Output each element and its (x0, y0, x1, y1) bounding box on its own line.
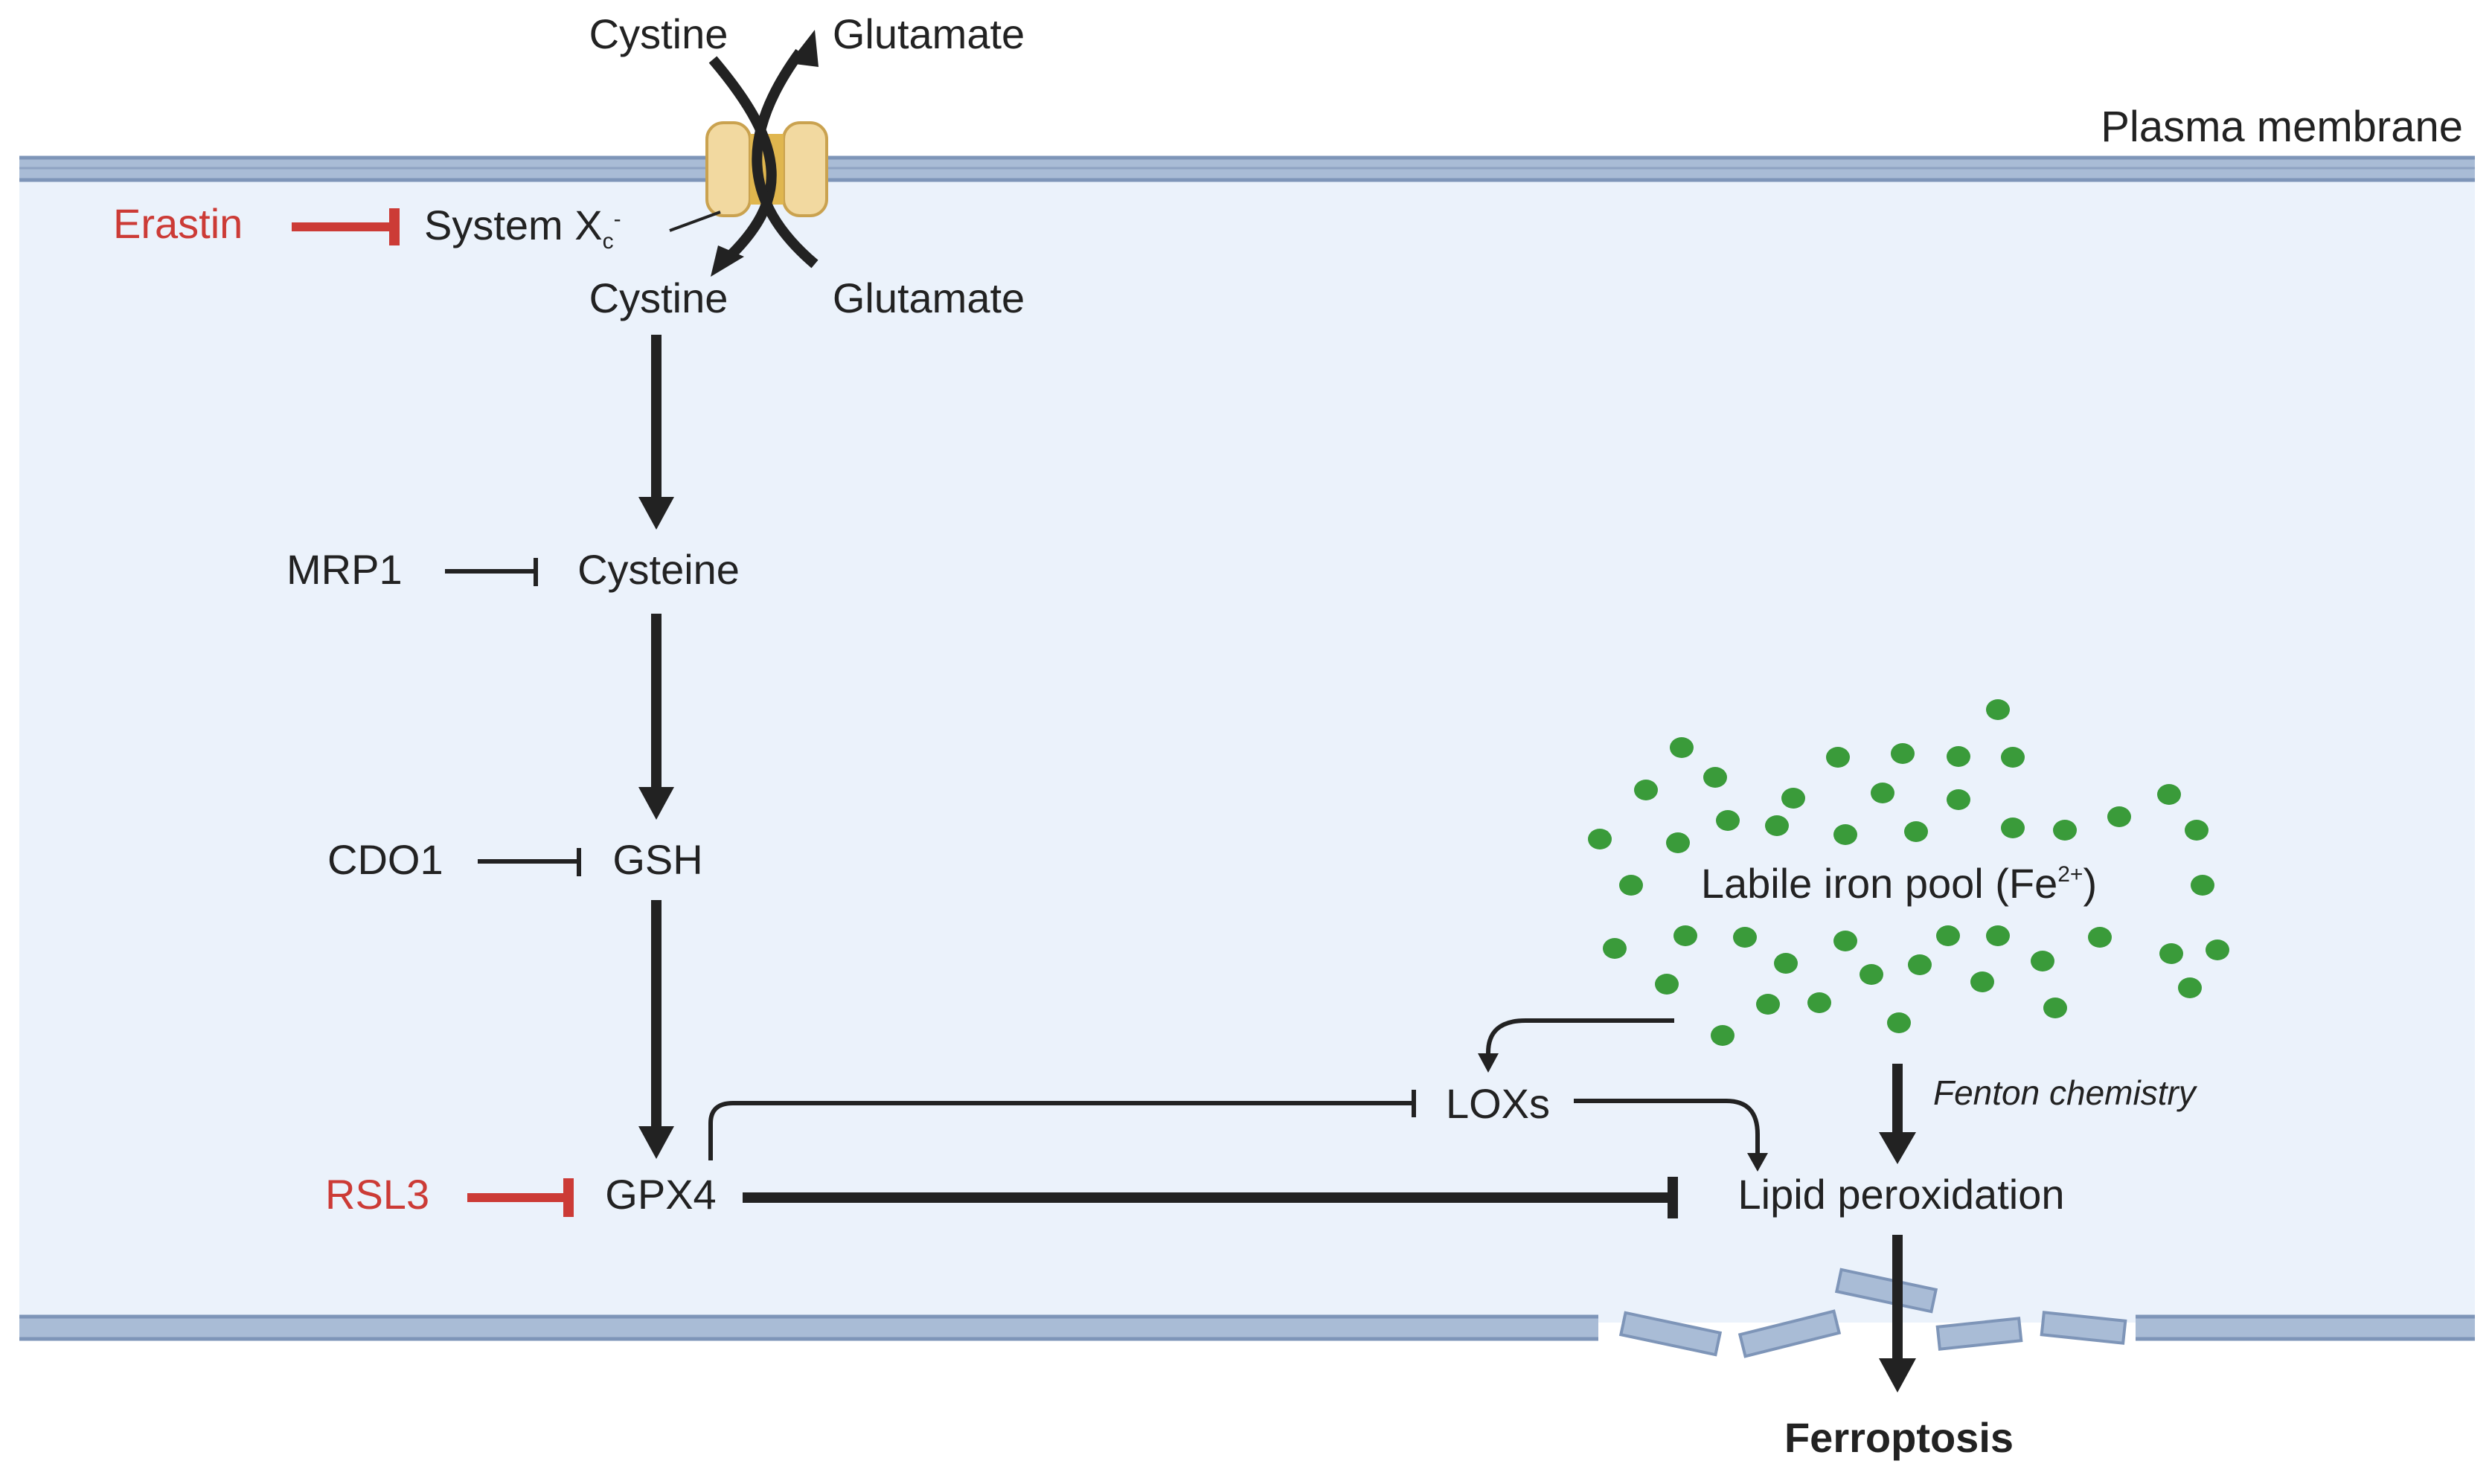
cysteine-label: Cysteine (577, 546, 740, 593)
iron-dot (1655, 974, 1679, 995)
iron-pool-text: Labile iron pool (Fe (1701, 860, 2057, 907)
iron-dot (1891, 743, 1915, 764)
plasma-membrane-label: Plasma membrane (2101, 103, 2463, 151)
cystine-inside-label: Cystine (589, 274, 728, 321)
iron-dot (1733, 927, 1757, 948)
iron-dot (1936, 925, 1960, 946)
ferroptosis-label: Ferroptosis (1784, 1414, 2014, 1461)
iron-dot (1833, 824, 1857, 845)
fenton-chemistry-label: Fenton chemistry (1933, 1073, 2198, 1112)
loxs-label: LOXs (1446, 1080, 1550, 1127)
cytoplasm-region (19, 177, 2475, 1323)
fenton-chemistry-arrowhead (1879, 1132, 1916, 1164)
iron-dot (1908, 954, 1932, 975)
cystine-outside-label: Cystine (589, 10, 728, 57)
iron-pool-close: ) (2083, 860, 2097, 907)
iron-dot (1986, 925, 2010, 946)
iron-dot (1756, 994, 1780, 1015)
loxs-to-lipid-arrow (1574, 1099, 1760, 1157)
iron-dot (1947, 746, 1970, 767)
iron-to-loxs-arrowhead (1478, 1053, 1499, 1073)
cystine-to-cysteine-arrowhead (638, 497, 674, 530)
extracellular-bottom (0, 1345, 2492, 1484)
iron-dot (1703, 767, 1727, 788)
iron-dot (2001, 818, 2025, 838)
iron-dot (2157, 784, 2181, 805)
iron-dot (1588, 829, 1612, 849)
loxs-to-lipid-arrowhead (1747, 1153, 1768, 1172)
cystine-import-arrowhead (711, 245, 744, 277)
iron-dot (2031, 951, 2054, 971)
iron-dot (2088, 927, 2112, 948)
iron-dot (1774, 953, 1798, 974)
iron-to-loxs-arrow (1486, 1018, 1674, 1056)
gsh-to-gpx4-arrowhead (638, 1126, 674, 1159)
iron-pool-superscript: 2+ (2057, 862, 2083, 887)
iron-dot (1670, 737, 1694, 758)
glutamate-export-arrowhead (789, 30, 819, 67)
iron-dot (2178, 977, 2202, 998)
labile-iron-pool-label: Labile iron pool (Fe2+) (1701, 860, 2097, 907)
iron-dot (2107, 806, 2131, 827)
iron-dot (1673, 925, 1697, 946)
lipid-peroxidation-label: Lipid peroxidation (1738, 1171, 2065, 1218)
iron-dot (1860, 964, 1883, 985)
iron-dot (1781, 788, 1805, 809)
iron-dot (2043, 998, 2067, 1018)
iron-dot (1765, 815, 1789, 836)
labile-iron-dots (1588, 699, 2229, 1046)
glutamate-outside-label: Glutamate (833, 10, 1025, 57)
glutamate-export-arrow (752, 48, 819, 269)
iron-dot (2191, 875, 2214, 896)
iron-dot (1871, 783, 1894, 803)
membrane-fragments (1618, 1268, 2127, 1358)
iron-dot (1666, 832, 1690, 853)
iron-dot (2185, 820, 2208, 841)
iron-dot (1716, 810, 1740, 831)
system-xc-subscript: c (603, 229, 614, 254)
iron-dot (2053, 820, 2077, 841)
iron-dot (1603, 938, 1627, 959)
system-xc-label: System Xc- (424, 202, 621, 254)
iron-dot (1904, 821, 1928, 842)
gsh-label: GSH (612, 836, 702, 883)
glutamate-inside-label: Glutamate (833, 274, 1025, 321)
system-xc-pointer-line (669, 211, 721, 232)
cdo1-label: CDO1 (327, 836, 443, 883)
system-xc-name: System X (424, 202, 603, 248)
cysteine-to-gsh-arrowhead (638, 787, 674, 820)
iron-dot (2159, 943, 2183, 964)
iron-dot (1826, 747, 1850, 768)
iron-dot (1711, 1025, 1735, 1046)
mrp1-label: MRP1 (286, 546, 403, 593)
iron-dot (2206, 939, 2229, 960)
lipid-to-ferroptosis-arrowhead (1879, 1358, 1916, 1393)
iron-dot (2001, 747, 2025, 768)
system-xc-superscript: - (614, 207, 621, 231)
cystine-import-arrow (708, 56, 777, 265)
gpx4-label: GPX4 (605, 1171, 716, 1218)
iron-dot (1947, 789, 1970, 810)
plasma-membrane-top (19, 155, 2475, 182)
gpx4-to-loxs-inhibition-line (708, 1101, 1414, 1160)
plasma-membrane-bottom (19, 1268, 2475, 1358)
erastin-label: Erastin (113, 200, 243, 247)
iron-dot (1833, 931, 1857, 951)
iron-dot (1887, 1012, 1911, 1033)
iron-dot (1634, 780, 1658, 800)
iron-dot (1986, 699, 2010, 720)
iron-dot (1807, 992, 1831, 1013)
iron-dot (1970, 971, 1994, 992)
rsl3-label: RSL3 (325, 1171, 429, 1218)
iron-dot (1619, 875, 1643, 896)
